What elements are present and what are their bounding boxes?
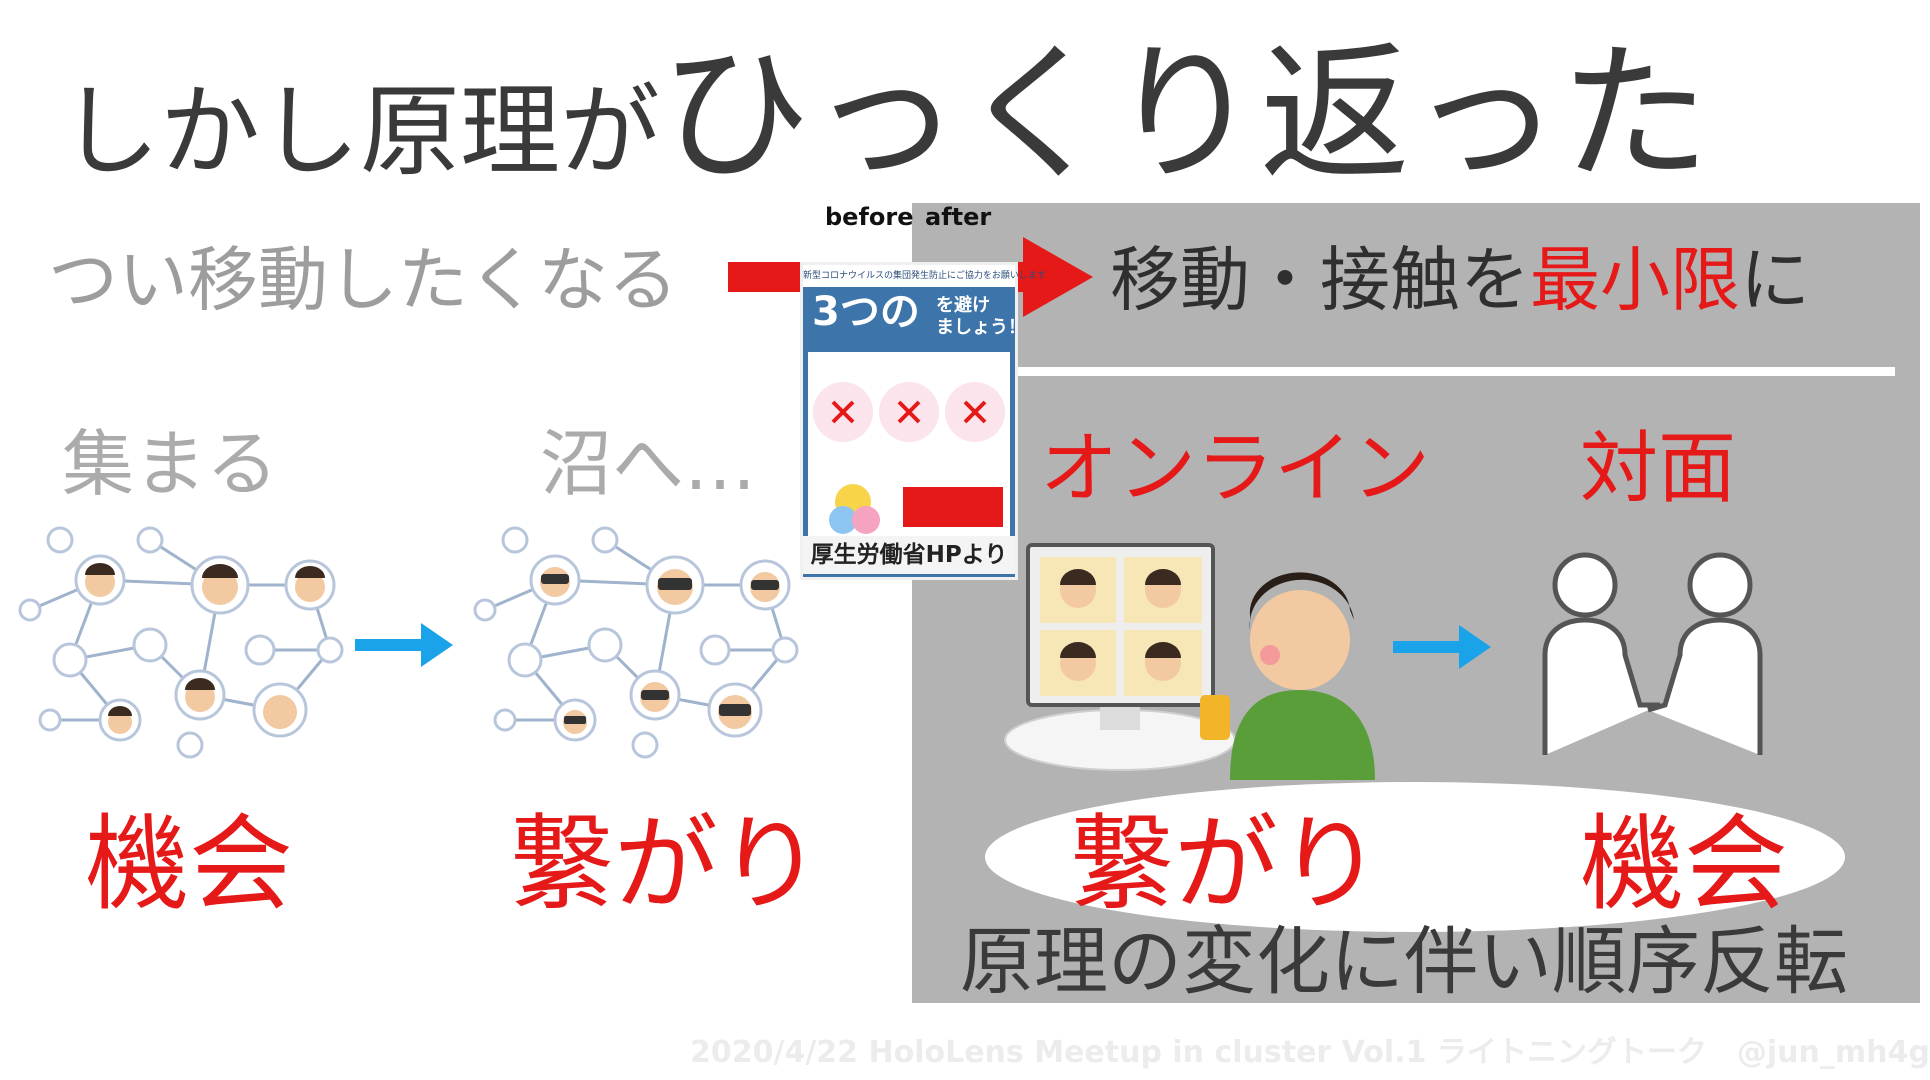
after-label: after <box>925 203 992 231</box>
after-step1-word: 繋がり <box>1070 803 1383 925</box>
blue-arrow-icon <box>1393 625 1491 669</box>
after-phrase-suffix: に <box>1740 239 1810 321</box>
poster-caption: 厚生労働省HPより <box>803 536 1015 574</box>
panel-divider <box>940 367 1895 376</box>
after-step1-label: オンライン <box>1040 424 1431 514</box>
reversal-caption: 原理の変化に伴い順序反転 <box>960 919 1848 1005</box>
poster-top-text: 新型コロナウイルスの集団発生防止にご協力をお願いします <box>803 265 1046 287</box>
poster-number: 3つの <box>812 289 920 335</box>
after-phrase-highlight: 最小限 <box>1530 239 1740 321</box>
poster-body <box>808 352 1010 542</box>
before-step2-label: 沼へ… <box>540 422 757 506</box>
before-step1-label: 集まる <box>62 422 279 506</box>
before-step1-word: 機会 <box>85 803 294 925</box>
blue-arrow-icon <box>355 623 453 667</box>
slide-title: しかし原理がひっくり返った <box>60 40 1710 190</box>
before-label: before <box>825 203 914 231</box>
title-part2: ひっくり返った <box>660 28 1711 202</box>
footer-credit: 2020/4/22 HoloLens Meetup in cluster Vol… <box>690 1035 1930 1070</box>
after-phrase-prefix: 移動・接触を <box>1110 239 1530 321</box>
after-step2-word: 機会 <box>1580 803 1789 925</box>
highlight-ellipse <box>985 782 1845 932</box>
online-meeting-icon <box>1004 543 1375 780</box>
network-vr-people-icon <box>473 526 799 759</box>
after-step2-label: 対面 <box>1580 424 1737 514</box>
before-phrase: つい移動したくなる <box>48 239 678 321</box>
handshake-icon <box>1542 552 1763 755</box>
title-part1: しかし原理が <box>60 73 660 190</box>
after-phrase: 移動・接触を最小限に <box>1110 245 1810 315</box>
before-step2-word: 繋がり <box>510 803 823 925</box>
network-people-icon <box>18 526 344 759</box>
poster-headline: を避け ましょう！ <box>936 295 1026 338</box>
